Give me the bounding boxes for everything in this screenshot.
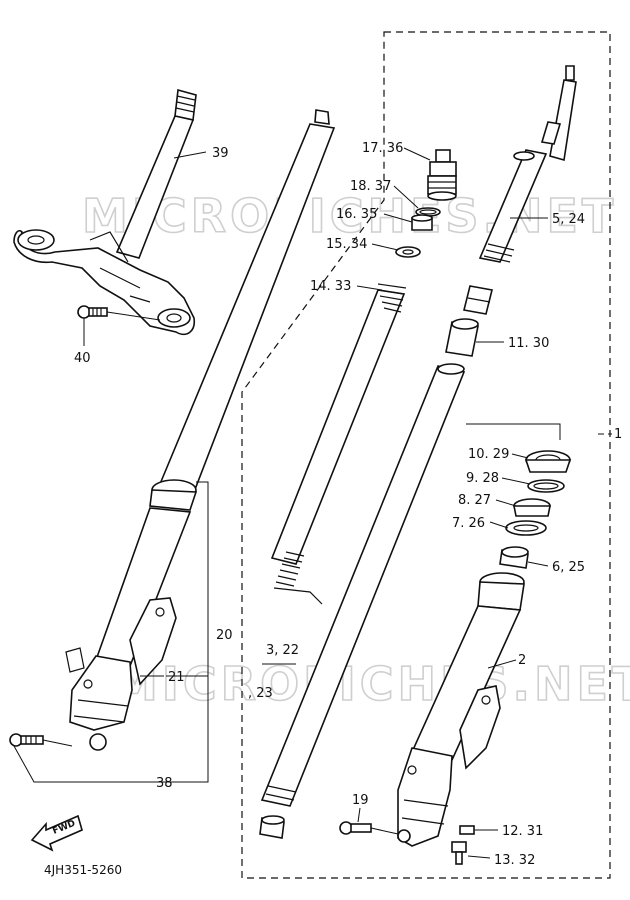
damper-spring-assembly bbox=[270, 283, 407, 605]
spacer-16-35 bbox=[411, 214, 433, 231]
dust-seal-10-29 bbox=[524, 450, 572, 473]
inner-tube-right bbox=[260, 363, 466, 807]
piston-fitting bbox=[463, 285, 493, 315]
callout-10-29: 10. 29 bbox=[468, 447, 509, 462]
gasket-12-31 bbox=[459, 825, 475, 835]
callout-18-37: 18. 37 bbox=[350, 179, 391, 194]
washer-15-34 bbox=[395, 246, 421, 258]
callout-3-22: 3, 22 bbox=[266, 643, 299, 658]
callout-16-35: 16. 35 bbox=[336, 207, 377, 222]
callout-15-34: 15. 34 bbox=[326, 237, 367, 252]
callout-23: , 23 bbox=[248, 686, 273, 701]
watermark-bottom: MICROFICHES.NET bbox=[112, 657, 630, 711]
steering-stem bbox=[115, 88, 197, 259]
bolt-38 bbox=[9, 733, 73, 747]
collar-11-30 bbox=[445, 318, 479, 357]
callout-38: 38 bbox=[156, 776, 173, 791]
bolt-13-32 bbox=[451, 841, 467, 865]
outer-tube-2 bbox=[397, 572, 525, 847]
callout-9-28: 9. 28 bbox=[466, 471, 499, 486]
assembly-boundary bbox=[241, 31, 611, 879]
callout-1: 1 bbox=[614, 427, 622, 442]
cap-bolt-17-36 bbox=[427, 149, 457, 201]
bushing-3-22 bbox=[259, 815, 285, 839]
fwd-arrow: FWD bbox=[30, 814, 83, 852]
callout-20: 20 bbox=[216, 628, 233, 643]
outer-tube-left bbox=[65, 479, 198, 751]
rod-5-24 bbox=[478, 65, 577, 263]
callout-12-31: 12. 31 bbox=[502, 824, 543, 839]
leader-lines bbox=[13, 147, 612, 859]
callout-40: 40 bbox=[74, 351, 91, 366]
bolt-40 bbox=[77, 305, 161, 321]
callout-labels: 39 40 17. 36 18. 37 16. 35 15. 34 14. 33… bbox=[74, 141, 622, 868]
clip-9-28 bbox=[527, 479, 565, 493]
under-bracket bbox=[13, 229, 196, 336]
callout-8-27: 8. 27 bbox=[458, 493, 491, 508]
bolt-19 bbox=[339, 821, 399, 835]
callout-5-24: 5, 24 bbox=[552, 212, 585, 227]
callout-7-26: 7. 26 bbox=[452, 516, 485, 531]
callout-13-32: 13. 32 bbox=[494, 853, 535, 868]
callout-14-33: 14. 33 bbox=[310, 279, 351, 294]
washer-7-26 bbox=[505, 520, 547, 536]
callout-39: 39 bbox=[212, 146, 229, 161]
bushing-6-25 bbox=[499, 546, 529, 569]
oil-seal-8-27 bbox=[513, 498, 551, 517]
callout-19: 19 bbox=[352, 793, 369, 808]
callout-6-25: 6, 25 bbox=[552, 560, 585, 575]
callout-2: 2 bbox=[518, 653, 526, 668]
diagram-code: 4JH351-5260 bbox=[44, 863, 122, 877]
callout-17-36: 17. 36 bbox=[362, 141, 403, 156]
callout-21: 21 bbox=[168, 670, 185, 685]
callout-11-30: 11. 30 bbox=[508, 336, 549, 351]
